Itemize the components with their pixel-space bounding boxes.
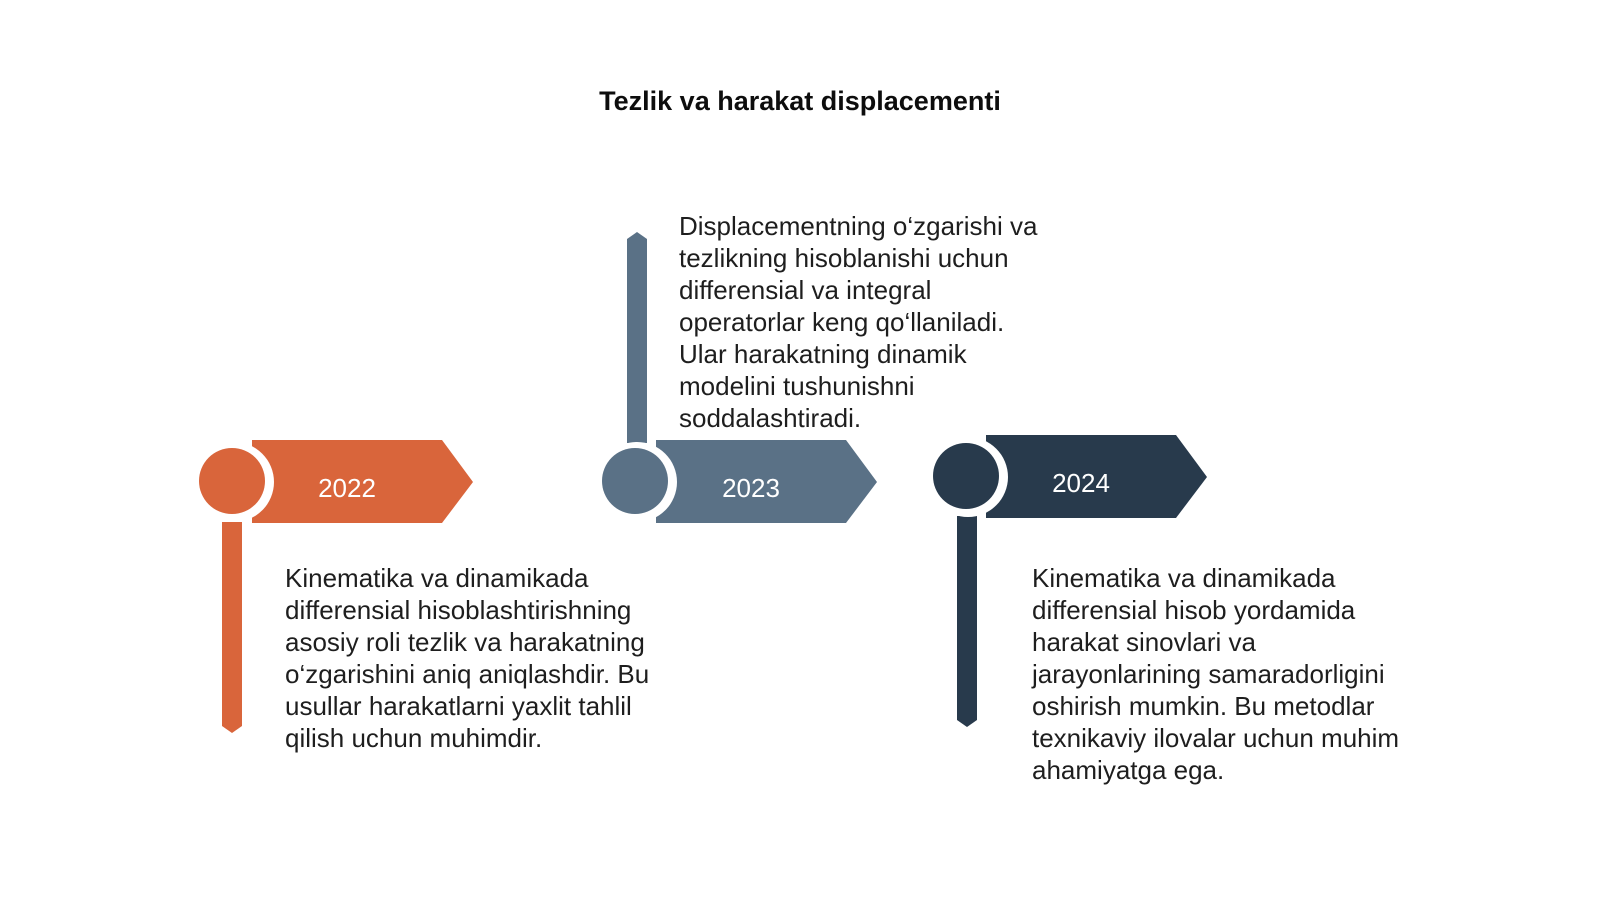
- year-arrow: [986, 435, 1207, 518]
- year-label: 2022: [318, 473, 376, 503]
- item-description: Displacementning o‘zgarishi va tezliknin…: [679, 211, 1038, 433]
- stem-down: [957, 516, 977, 727]
- stem-down: [222, 522, 242, 733]
- page-title: Tezlik va harakat displacementi: [599, 86, 1001, 116]
- stem-up: [627, 232, 647, 443]
- node-dot: [933, 443, 999, 509]
- year-label: 2023: [722, 473, 780, 503]
- item-description: Kinematika va dinamikada differensial hi…: [1032, 563, 1400, 785]
- year-arrow: [656, 440, 877, 523]
- item-description: Kinematika va dinamikada differensial hi…: [285, 563, 650, 753]
- node-dot: [602, 448, 668, 514]
- node-dot: [199, 448, 265, 514]
- year-label: 2024: [1052, 468, 1110, 498]
- year-arrow: [252, 440, 473, 523]
